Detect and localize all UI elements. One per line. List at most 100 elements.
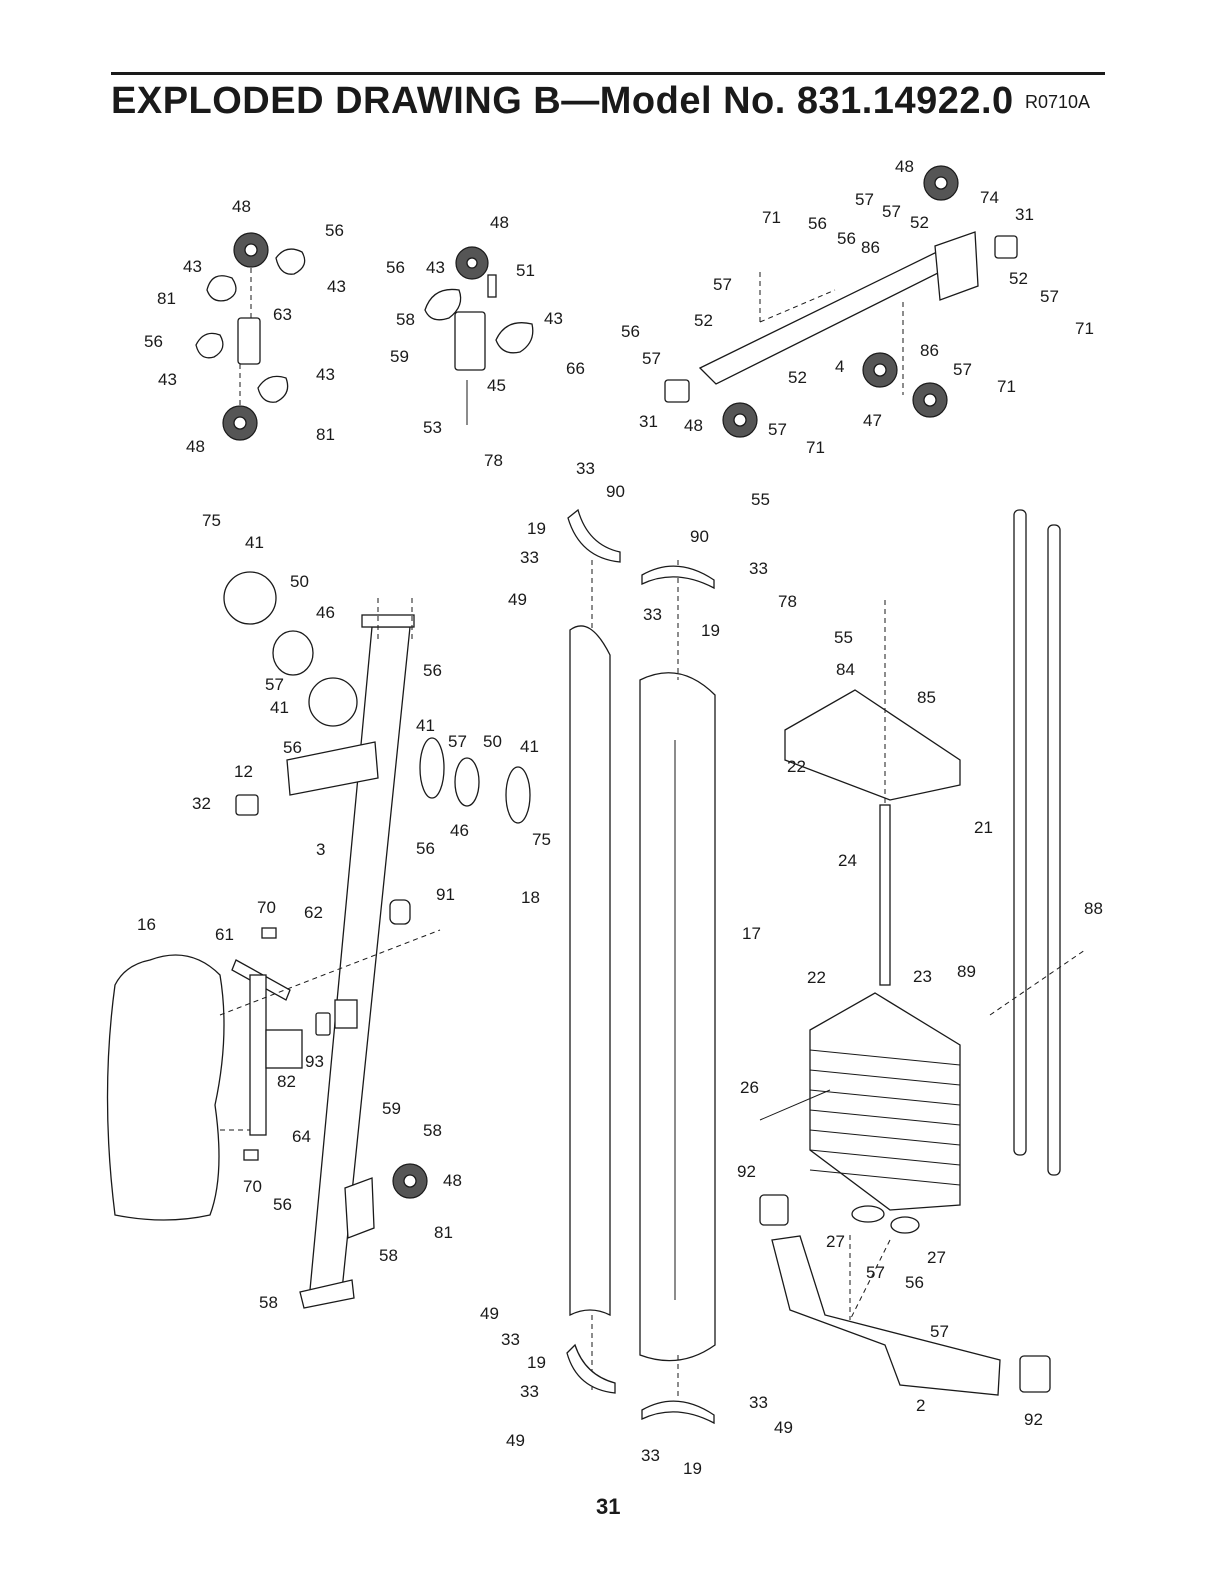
callout-label: 43 xyxy=(327,277,346,296)
callout-label: 33 xyxy=(641,1446,660,1465)
callout-label: 71 xyxy=(762,208,781,227)
callout-label: 23 xyxy=(913,967,932,986)
callout-label: 43 xyxy=(426,258,445,277)
pulley-disc-icon xyxy=(223,571,277,625)
callout-label: 33 xyxy=(749,1393,768,1412)
callout-label: 22 xyxy=(807,968,826,987)
guide-rods xyxy=(989,509,1086,1176)
callout-label: 19 xyxy=(701,621,720,640)
callout-label: 71 xyxy=(806,438,825,457)
callout-label: 48 xyxy=(895,157,914,176)
base-frame xyxy=(759,1194,1051,1396)
callout-label: 57 xyxy=(768,420,787,439)
callout-label: 49 xyxy=(508,590,527,609)
end-cap-icon xyxy=(759,1194,789,1226)
upper-center-pulley-bracket xyxy=(424,246,534,425)
callout-label: 58 xyxy=(259,1293,278,1312)
callout-label: 48 xyxy=(232,197,251,216)
callout-label: 43 xyxy=(183,257,202,276)
callout-label: 53 xyxy=(423,418,442,437)
callout-label: 56 xyxy=(905,1273,924,1292)
page-number: 31 xyxy=(596,1494,621,1519)
callout-label: 71 xyxy=(1075,319,1094,338)
callout-label: 57 xyxy=(930,1322,949,1341)
end-cap-icon xyxy=(994,235,1018,259)
callout-label: 74 xyxy=(980,188,999,207)
callout-label: 52 xyxy=(788,368,807,387)
callout-label: 93 xyxy=(305,1052,324,1071)
callout-label: 57 xyxy=(713,275,732,294)
pulley-disc-icon xyxy=(419,737,445,799)
callout-label: 52 xyxy=(910,213,929,232)
pulley-cover-icon xyxy=(257,375,289,403)
callout-label: 27 xyxy=(826,1232,845,1251)
bracket-icon xyxy=(334,999,358,1029)
callout-label: 26 xyxy=(740,1078,759,1097)
callout-label: 33 xyxy=(749,559,768,578)
callout-label: 16 xyxy=(137,915,156,934)
callout-label: 32 xyxy=(192,794,211,813)
callout-label: 17 xyxy=(742,924,761,943)
callout-label: 48 xyxy=(490,213,509,232)
callout-label: 19 xyxy=(683,1459,702,1478)
callout-label: 56 xyxy=(423,661,442,680)
callout-label: 89 xyxy=(957,962,976,981)
bumper-icon xyxy=(890,1216,920,1234)
callout-label: 33 xyxy=(643,605,662,624)
callout-label: 57 xyxy=(855,190,874,209)
bracket-19-icon xyxy=(641,1400,715,1425)
pulley-hub-icon xyxy=(934,176,948,190)
callout-label: 75 xyxy=(532,830,551,849)
callout-label: 81 xyxy=(316,425,335,444)
cap-icon xyxy=(243,1149,259,1161)
callout-label: 91 xyxy=(436,885,455,904)
callout-label: 78 xyxy=(778,592,797,611)
callout-label: 49 xyxy=(480,1304,499,1323)
callout-label: 2 xyxy=(916,1396,925,1415)
shroud-left-icon xyxy=(569,625,611,1317)
callout-label: 43 xyxy=(158,370,177,389)
pulley-cover-icon xyxy=(195,332,224,359)
callout-label: 51 xyxy=(516,261,535,280)
callout-label: 43 xyxy=(544,309,563,328)
drawing-reference-code: R0710A xyxy=(1025,92,1091,112)
bracket-plate-icon xyxy=(487,274,497,298)
callout-label: 47 xyxy=(863,411,882,430)
end-cap-icon xyxy=(1019,1355,1051,1393)
arm-tube-icon xyxy=(286,741,379,796)
callout-label: 41 xyxy=(245,533,264,552)
callout-label: 48 xyxy=(443,1171,462,1190)
callout-label: 86 xyxy=(861,238,880,257)
callout-label: 78 xyxy=(484,451,503,470)
callout-label: 55 xyxy=(751,490,770,509)
callout-label: 33 xyxy=(520,1382,539,1401)
callout-label: 55 xyxy=(834,628,853,647)
pulley-hub-icon xyxy=(923,393,937,407)
callout-label: 56 xyxy=(808,214,827,233)
bracket-19-icon xyxy=(567,508,621,563)
callout-label: 56 xyxy=(621,322,640,341)
pulley-cover-icon xyxy=(424,288,462,321)
callout-label: 71 xyxy=(997,377,1016,396)
callout-label: 3 xyxy=(316,840,325,859)
cap-icon xyxy=(235,794,259,816)
callout-label: 64 xyxy=(292,1127,311,1146)
callout-label: 31 xyxy=(1015,205,1034,224)
callout-label: 85 xyxy=(917,688,936,707)
bracket-19-icon xyxy=(641,565,715,590)
callout-label: 49 xyxy=(774,1418,793,1437)
base-tube-icon xyxy=(771,1235,1001,1396)
pulley-wheel-icon xyxy=(272,630,314,676)
callout-label: 49 xyxy=(506,1431,525,1450)
callout-label: 41 xyxy=(416,716,435,735)
callout-label: 57 xyxy=(642,349,661,368)
callout-label: 84 xyxy=(836,660,855,679)
callout-label: 18 xyxy=(521,888,540,907)
callout-label: 52 xyxy=(1009,269,1028,288)
callout-label: 48 xyxy=(684,416,703,435)
callout-label: 24 xyxy=(838,851,857,870)
callout-label: 46 xyxy=(316,603,335,622)
callout-label: 33 xyxy=(520,548,539,567)
